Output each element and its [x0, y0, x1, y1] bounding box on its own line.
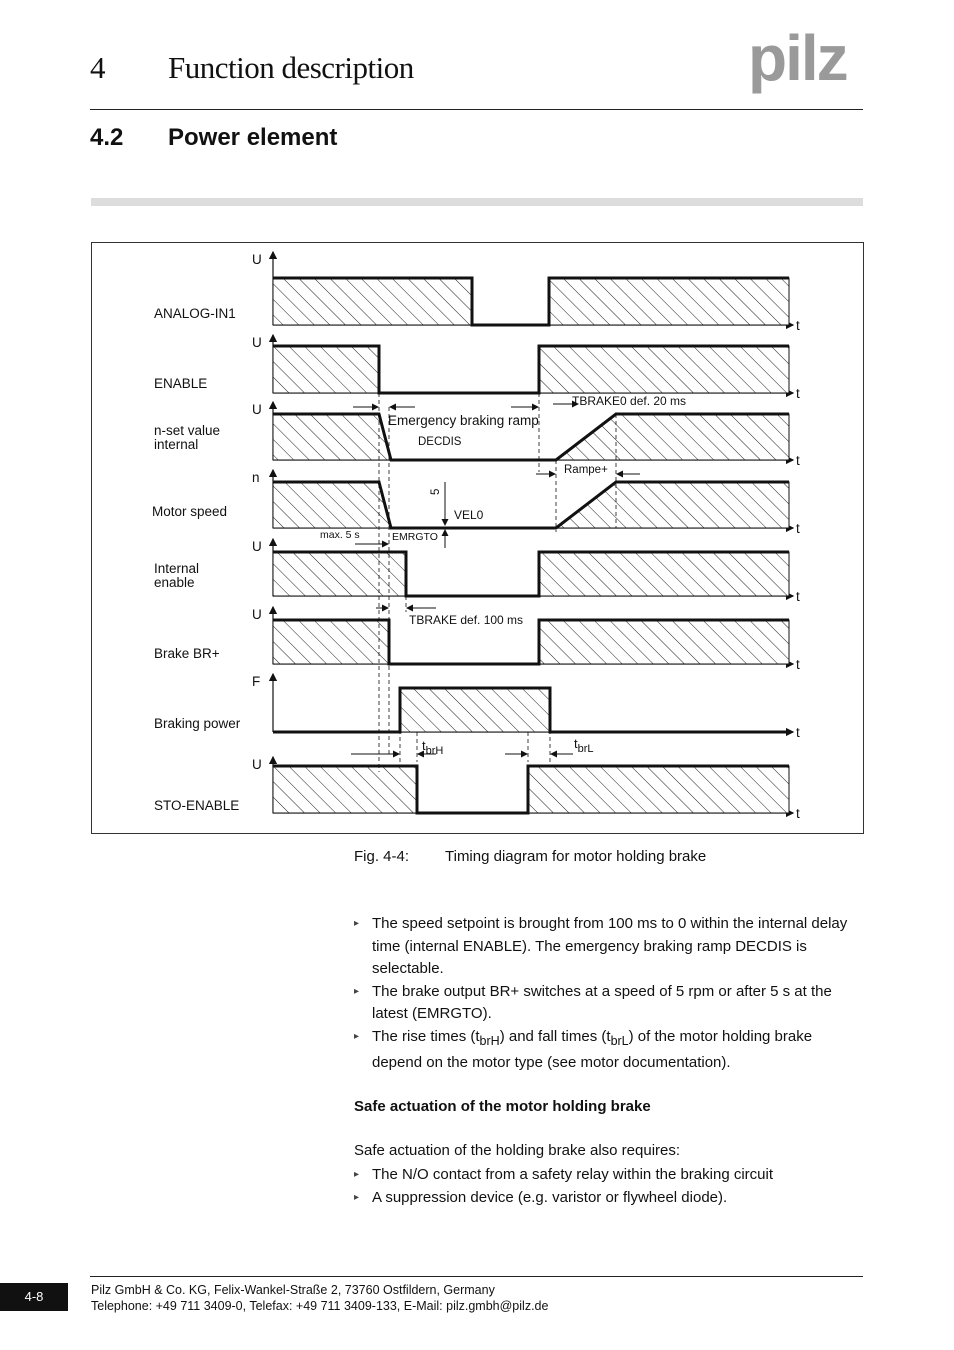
signal-waveform — [273, 276, 789, 327]
hatched-area — [272, 277, 473, 326]
signal-waveform — [273, 412, 789, 462]
list-item: ▸A suppression device (e.g. varistor or … — [354, 1187, 864, 1210]
axis-symbol: U — [252, 757, 262, 772]
footer-rule — [90, 1276, 863, 1277]
hatched-area — [272, 413, 392, 461]
signal-waveform — [273, 550, 789, 598]
signal-label: enable — [154, 575, 195, 590]
signal-label: n-set value — [154, 423, 220, 438]
list-item: ▸The speed setpoint is brought from 100 … — [354, 915, 848, 977]
axis-symbol: F — [252, 674, 260, 689]
signal-label: STO-ENABLE — [154, 798, 239, 813]
time-axis-label: t — [796, 806, 800, 821]
decdis-label: DECDIS — [418, 436, 462, 448]
hatched-area — [272, 481, 392, 529]
rampe-label: Rampe+ — [564, 464, 608, 476]
bullet-arrow-icon: ▸ — [354, 985, 360, 997]
hatched-area — [527, 765, 790, 814]
chapter-title: Function description — [168, 50, 414, 85]
footer-address: Pilz GmbH & Co. KG, Felix-Wankel-Straße … — [91, 1283, 495, 1297]
bullet-arrow-icon: ▸ — [354, 1169, 360, 1180]
bullet-arrow-icon: ▸ — [354, 1191, 360, 1203]
axis-symbol: U — [252, 607, 262, 622]
signal-label: Braking power — [154, 716, 241, 731]
axis-symbol: U — [252, 402, 262, 417]
section-number: 4.2 — [90, 124, 124, 151]
pilz-logo: pilz — [748, 28, 849, 94]
hatched-area — [538, 551, 790, 597]
hatched-area — [548, 277, 790, 326]
signal-label: Internal — [154, 561, 199, 576]
emergency-ramp-label: Emergency braking ramp — [388, 413, 539, 428]
diagram-frame — [91, 242, 864, 834]
logo-text: pilz — [748, 28, 847, 94]
figure-label: Fig. 4-4: — [354, 848, 410, 865]
hatched-area — [399, 687, 551, 733]
hatched-area — [272, 619, 390, 665]
section-title: Power element — [168, 124, 338, 151]
requirements-list: ▸The N/O contact from a safety relay wit… — [354, 1164, 864, 1209]
hatched-area — [272, 345, 380, 394]
page-number: 4-8 — [0, 1283, 68, 1311]
figure-text: Timing diagram for motor holding brake — [445, 848, 707, 865]
signal-label: internal — [154, 437, 198, 452]
figure-caption: Fig. 4-4: Timing diagram for motor holdi… — [354, 848, 706, 865]
axis-symbol: U — [252, 539, 262, 554]
hatched-area — [272, 765, 418, 814]
tbrake0-label: TBRAKE0 def. 20 ms — [572, 394, 686, 408]
list-item: ▸The rise times (tbrH) and fall times (t… — [354, 1027, 813, 1072]
signal-label: Motor speed — [152, 504, 227, 519]
time-axis-label: t — [796, 318, 800, 333]
time-axis-label: t — [796, 589, 800, 604]
signal-label: Brake BR+ — [154, 646, 220, 661]
signal-label: ENABLE — [154, 376, 207, 391]
bullet-arrow-icon: ▸ — [354, 918, 360, 929]
emrgto-label: EMRGTO — [392, 531, 438, 543]
axis-symbol: n — [252, 470, 260, 485]
list-item: ▸The brake output BR+ switches at a spee… — [354, 982, 832, 1023]
axis-symbol: U — [252, 252, 262, 267]
tbrake-label: TBRAKE def. 100 ms — [409, 613, 523, 627]
five-rpm-label: 5 — [430, 489, 442, 495]
signal-label: ANALOG-IN1 — [154, 306, 236, 321]
section-divider-bar — [91, 198, 863, 206]
bullet-arrow-icon: ▸ — [354, 1030, 360, 1042]
time-axis-label: t — [796, 386, 800, 401]
list-item: ▸The N/O contact from a safety relay wit… — [354, 1164, 864, 1187]
footer-contact: Telephone: +49 711 3409-0, Telefax: +49 … — [91, 1299, 549, 1313]
signal-waveform — [273, 344, 789, 395]
header-rule — [90, 109, 863, 110]
description-list: ▸The speed setpoint is brought from 100 … — [354, 913, 864, 1075]
chapter-number: 4 — [90, 50, 106, 85]
signal-waveform — [273, 618, 789, 666]
time-axis-label: t — [796, 453, 800, 468]
intro-text: Safe actuation of the holding brake also… — [354, 1142, 681, 1159]
signal-waveform — [273, 480, 789, 530]
hatched-area — [272, 551, 407, 597]
hatched-area — [538, 345, 790, 394]
signal-waveform — [273, 764, 789, 815]
time-axis-label: t — [796, 657, 800, 672]
hatched-area — [538, 619, 790, 665]
subheading: Safe actuation of the motor holding brak… — [354, 1098, 651, 1115]
time-axis-label: t — [796, 725, 800, 740]
axis-symbol: U — [252, 335, 262, 350]
time-axis-label: t — [796, 521, 800, 536]
max-5s-label: max. 5 s — [320, 529, 360, 541]
vel0-label: VEL0 — [454, 508, 484, 522]
